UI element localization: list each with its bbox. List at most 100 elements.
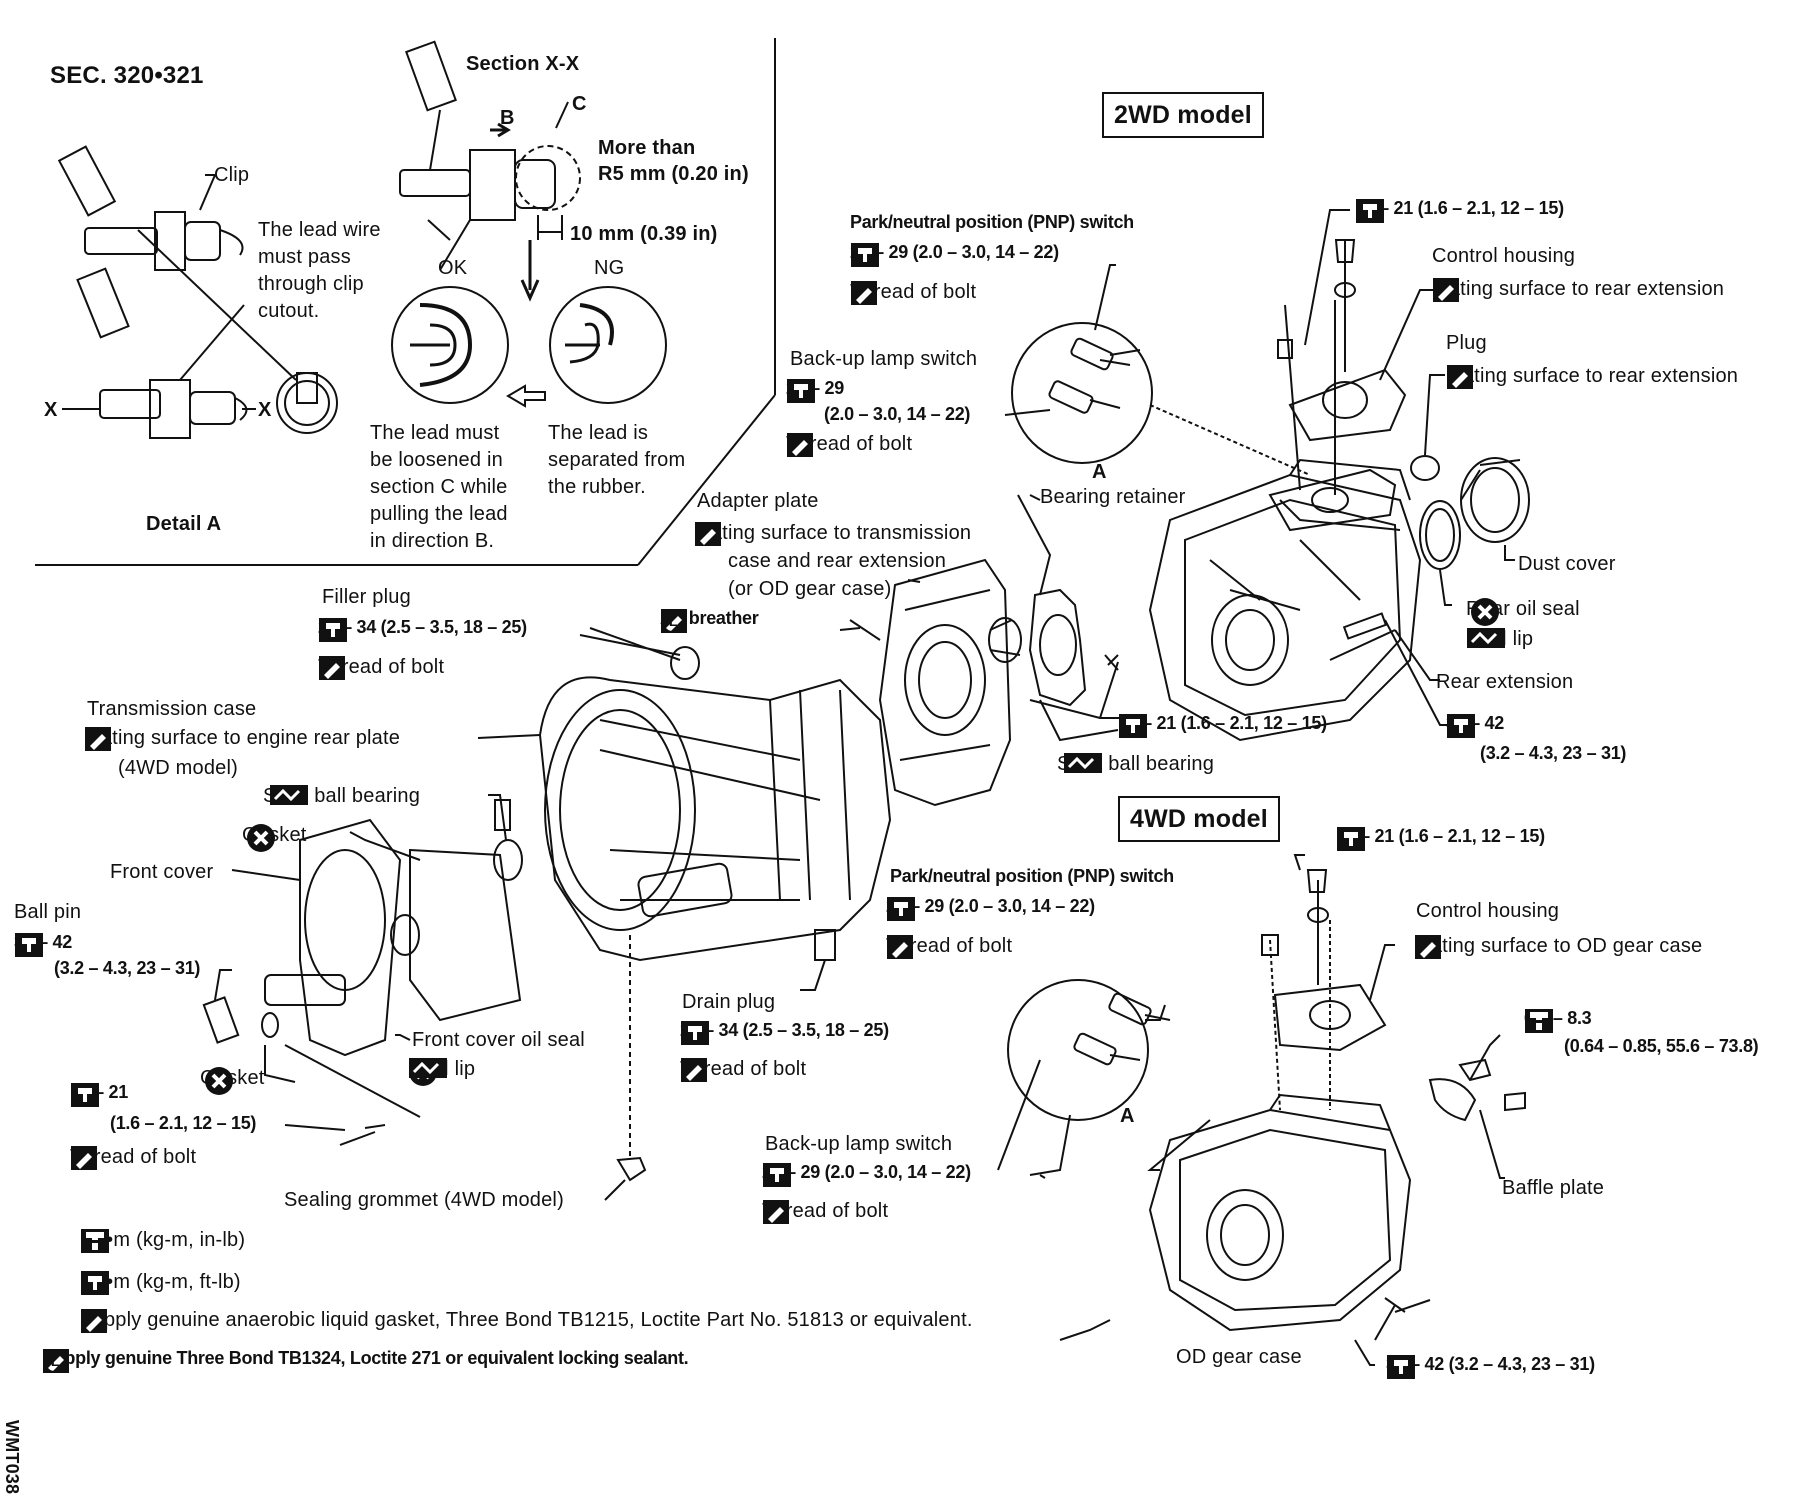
sealant-tube-icon: [887, 935, 913, 959]
bolt-torque-1: 16 – 21: [70, 1082, 128, 1107]
case-mating-1: Mating surface to engine rear plate: [84, 726, 400, 751]
wrench-socket-icon: [763, 1163, 791, 1187]
pnp-switch-2wd: Park/neutral position (PNP) switch: [850, 212, 1134, 232]
od-gear-case: OD gear case: [1176, 1346, 1302, 1368]
backup-torque-2wd-2: (2.0 – 3.0, 14 – 22): [824, 404, 971, 424]
ng-note-3: the rubber.: [548, 476, 646, 498]
legend-row-liquid-gasket: : Apply genuine anaerobic liquid gasket,…: [80, 1308, 973, 1333]
baffle-plate: Baffle plate: [1502, 1177, 1605, 1199]
pnp-torque-4wd: 20 – 29 (2.0 – 3.0, 14 – 22): [886, 896, 1095, 921]
drain-plug: Drain plug: [682, 991, 776, 1013]
ng-note-2: separated from: [548, 449, 686, 471]
wrench-socket-icon: [1525, 1009, 1553, 1033]
ext-torque-1: 31 – 42: [1446, 713, 1504, 738]
sealant-tube-icon: [1433, 278, 1459, 302]
bearing-retainer: Bearing retainer: [1040, 486, 1186, 508]
dust-cover: Dust cover: [1518, 553, 1616, 575]
sealing-grommet: Sealing grommet (4WD model): [284, 1189, 564, 1211]
adapter-plate: Adapter plate: [697, 490, 819, 512]
front-seal-lip: Seal lip: [408, 1057, 475, 1086]
svg-text:L: L: [51, 1353, 60, 1369]
circle-l-icon: L: [43, 1349, 67, 1373]
direction-b-label: B: [500, 107, 515, 129]
grease-icon: [270, 785, 308, 805]
wrench-socket-icon: [1387, 1355, 1415, 1379]
x-circle-icon: [205, 1067, 233, 1095]
torque-wrench-ftlb-icon: [81, 1271, 109, 1295]
sealant-tube-icon: [763, 1200, 789, 1224]
torque-wrench-inlb-icon: [81, 1229, 109, 1253]
case-mating-2: (4WD model): [118, 757, 238, 779]
wrench-socket-icon: [1447, 714, 1475, 738]
sealant-tube-icon: [1415, 935, 1441, 959]
control-torque-2wd: 16 – 21 (1.6 – 2.1, 12 – 15): [1355, 198, 1564, 223]
backup-thread-4wd: Thread of bolt: [762, 1199, 888, 1224]
slide-ball-bearing-2wd: Slide ball bearing: [1057, 753, 1215, 775]
control-mating-4wd: Mating surface to OD gear case: [1414, 934, 1702, 959]
backup-switch-4wd: Back-up lamp switch: [765, 1133, 953, 1155]
control-housing-2wd: Control housing: [1432, 245, 1576, 267]
transmission-case: Transmission case: [87, 698, 257, 720]
x-marker-right: X: [258, 399, 272, 421]
grease-icon: [409, 1058, 447, 1078]
filler-thread: Thread of bolt: [318, 655, 444, 680]
retainer-torque: 16 – 21 (1.6 – 2.1, 12 – 15): [1118, 713, 1327, 738]
detail-marker-a-4wd: A: [1120, 1105, 1135, 1127]
x-marker-left: X: [44, 399, 58, 421]
sealant-tube-icon: [695, 522, 721, 546]
drawing-2wd-rear-extension: [1148, 458, 1422, 742]
svg-text:L: L: [669, 613, 678, 629]
lead-wire-note-2: must pass: [258, 246, 351, 268]
drawing-front-cover: [299, 818, 402, 1057]
lead-wire-note-3: through clip: [258, 273, 364, 295]
wrench-socket-icon: [887, 897, 915, 921]
ext-torque-2: (3.2 – 4.3, 23 – 31): [1480, 743, 1627, 763]
ok-note-2: be loosened in: [370, 449, 503, 471]
more-than-1: More than: [598, 137, 696, 159]
ok-label: OK: [438, 257, 468, 279]
front-cover-seal: Front cover oil seal: [412, 1029, 585, 1051]
baffle-torque-2: (0.64 – 0.85, 55.6 – 73.8): [1564, 1036, 1759, 1056]
drain-thread: Thread of bolt: [680, 1057, 806, 1082]
legend-row-ftlb: : N•m (kg-m, ft-lb): [80, 1270, 241, 1295]
ok-note-4: pulling the lead: [370, 503, 508, 525]
rear-seal-lip: Seal lip: [1466, 627, 1533, 651]
ng-label: NG: [594, 257, 625, 279]
control-mating-2wd: Mating surface to rear extension: [1432, 277, 1724, 302]
section-code: SEC. 320•321: [50, 62, 204, 89]
ok-note-5: in direction B.: [370, 530, 495, 552]
more-than-2: R5 mm (0.20 in): [598, 163, 749, 185]
section-c-label: C: [572, 93, 587, 115]
pnp-thread-2wd: Thread of bolt: [850, 280, 976, 305]
adapter-mating-3: (or OD gear case): [728, 578, 892, 600]
slide-ball-bearing-case: Slide ball bearing: [263, 785, 421, 807]
wrench-socket-icon: [851, 243, 879, 267]
sealant-tube-icon: [85, 727, 111, 751]
detail-marker-a-2wd: A: [1092, 461, 1107, 483]
pnp-thread-4wd: Thread of bolt: [886, 934, 1012, 959]
lead-wire-note-4: cutout.: [258, 300, 320, 322]
detail-a-caption: Detail A: [146, 513, 222, 535]
wrench-socket-icon: [681, 1021, 709, 1045]
wrench-socket-icon: [71, 1083, 99, 1107]
wrench-socket-icon: [1356, 199, 1384, 223]
filler-plug: Filler plug: [322, 586, 411, 608]
legend-row-inlb: : N•m (kg-m, in-lb): [80, 1228, 245, 1253]
baffle-torque-1: 6.3 – 8.3: [1524, 1008, 1592, 1033]
control-torque-4wd: 16 – 21 (1.6 – 2.1, 12 – 15): [1336, 826, 1545, 851]
liquid-gasket-icon: [81, 1309, 107, 1333]
control-housing-4wd: Control housing: [1416, 900, 1560, 922]
grease-icon: [1064, 753, 1102, 773]
model-4wd-box: 4WD model: [1118, 796, 1280, 842]
model-2wd-box: 2WD model: [1102, 92, 1264, 138]
figure-code: WMT038: [2, 1420, 22, 1495]
section-xx-title: Section X-X: [466, 53, 580, 75]
bolt-thread: Thread of bolt: [70, 1145, 196, 1170]
pnp-switch-4wd: Park/neutral position (PNP) switch: [890, 866, 1174, 886]
backup-switch-2wd: Back-up lamp switch: [790, 348, 978, 370]
ok-note-3: section C while: [370, 476, 508, 498]
drain-torque: 25 – 34 (2.5 – 3.5, 18 – 25): [680, 1020, 889, 1045]
ball-pin: Ball pin: [14, 901, 82, 923]
